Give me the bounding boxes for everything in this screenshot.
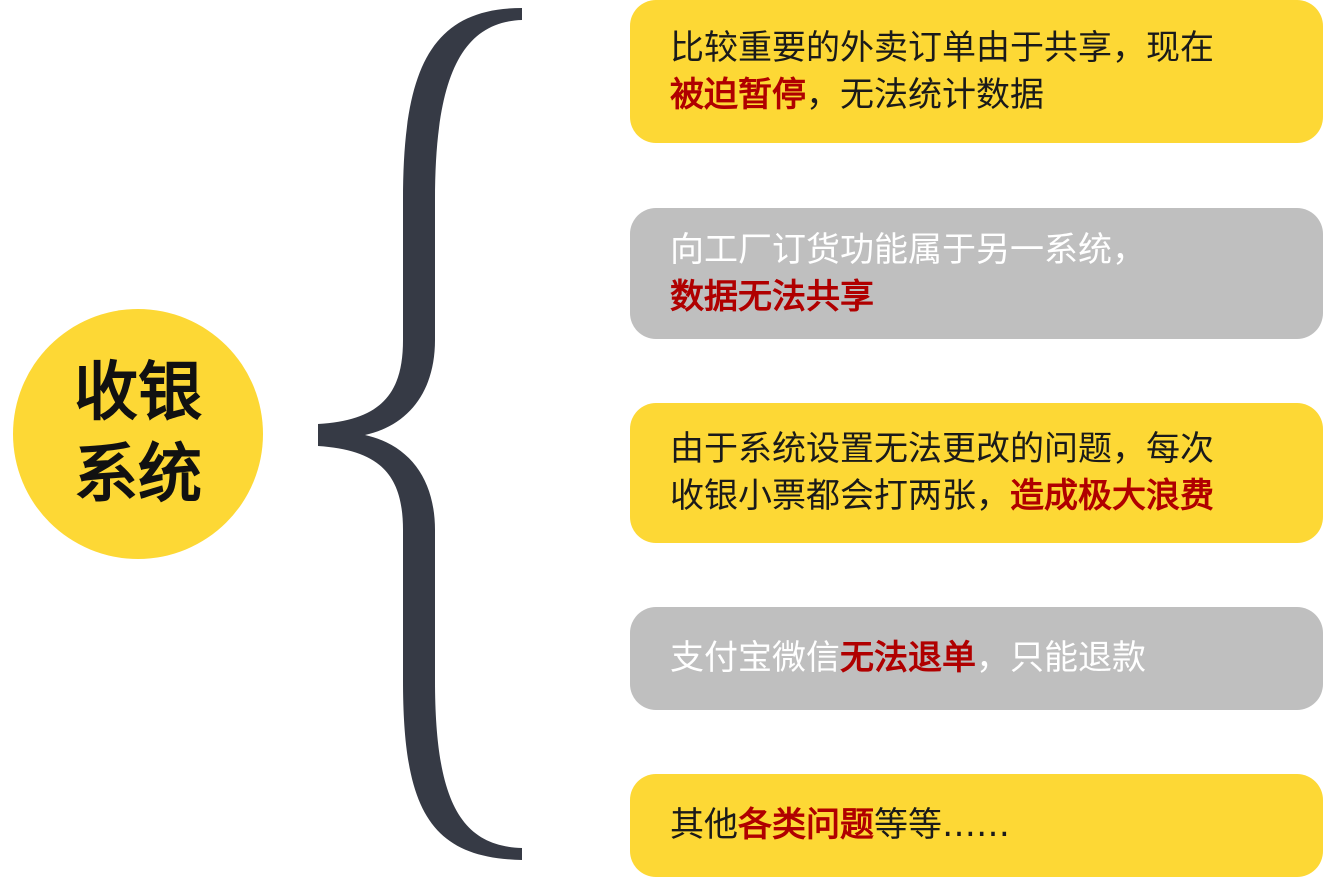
issue-highlight: 各类问题 — [738, 805, 874, 845]
issue-card-5: 其他各类问题等等…… — [630, 774, 1323, 877]
issue-card-5-text: 其他各类问题等等…… — [670, 802, 1010, 849]
issue-text: 比较重要的外卖订单由于共享，现在 — [670, 27, 1214, 68]
center-title: 收银 系统 — [53, 352, 223, 516]
issue-highlight: 数据无法共享 — [670, 276, 874, 317]
center-circle: 收银 系统 — [13, 309, 263, 559]
issue-card-1-text: 比较重要的外卖订单由于共享，现在 被迫暂停，无法统计数据 — [670, 25, 1214, 119]
issue-text: ，无法统计数据 — [806, 74, 1044, 115]
issue-text: 等等…… — [874, 805, 1010, 845]
center-title-line-2: 系统 — [74, 438, 202, 512]
issue-text: 向工厂订货功能属于另一系统， — [670, 229, 1146, 270]
issue-text: 其他 — [670, 805, 738, 845]
issue-text: 支付宝微信 — [670, 638, 840, 678]
issue-card-1: 比较重要的外卖订单由于共享，现在 被迫暂停，无法统计数据 — [630, 0, 1323, 143]
curly-brace — [318, 8, 522, 860]
issue-card-3-text: 由于系统设置无法更改的问题，每次 收银小票都会打两张，造成极大浪费 — [670, 426, 1214, 520]
issue-card-2: 向工厂订货功能属于另一系统， 数据无法共享 — [630, 208, 1323, 339]
issue-text: ，只能退款 — [976, 638, 1146, 678]
issue-card-4: 支付宝微信无法退单，只能退款 — [630, 607, 1323, 710]
issue-highlight: 无法退单 — [840, 638, 976, 678]
issue-card-3: 由于系统设置无法更改的问题，每次 收银小票都会打两张，造成极大浪费 — [630, 403, 1323, 543]
curly-brace-shape — [318, 8, 522, 860]
issue-highlight: 造成极大浪费 — [1010, 476, 1214, 516]
center-title-line-1: 收银 — [74, 356, 202, 430]
issue-text: 由于系统设置无法更改的问题，每次 — [670, 429, 1214, 469]
issue-card-2-text: 向工厂订货功能属于另一系统， 数据无法共享 — [670, 227, 1146, 321]
issue-text: 收银小票都会打两张， — [670, 476, 1010, 516]
issue-highlight: 被迫暂停 — [670, 74, 806, 115]
issue-card-4-text: 支付宝微信无法退单，只能退款 — [670, 635, 1146, 682]
